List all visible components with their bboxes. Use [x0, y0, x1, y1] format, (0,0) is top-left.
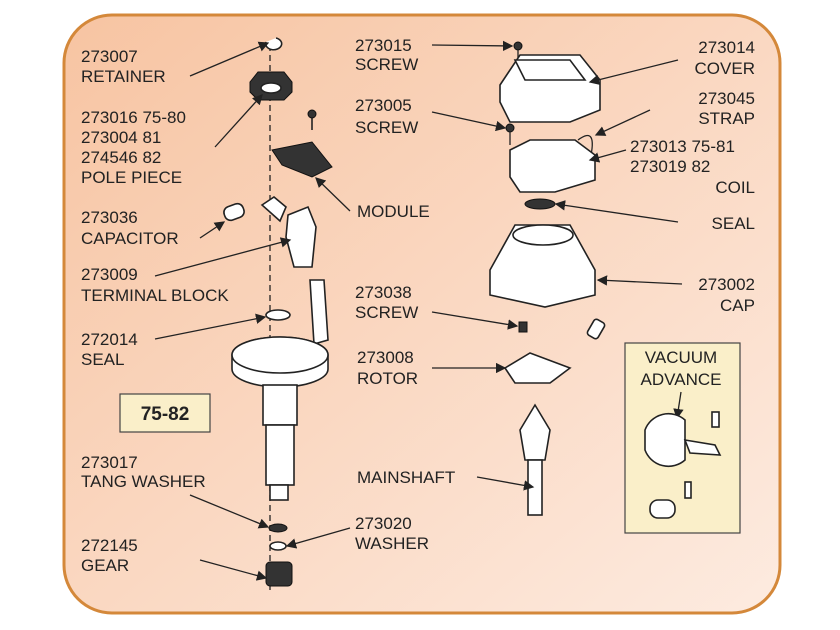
capacitor-label: CAPACITOR [81, 229, 179, 248]
terminal-block-label: TERMINAL BLOCK [81, 286, 229, 305]
washer-number: 273020 [355, 514, 412, 533]
coil-line2: 273019 82 [630, 157, 710, 176]
seal-right-label: SEAL [712, 214, 755, 233]
vacuum-line1: VACUUM [645, 348, 717, 367]
cover-label: COVER [695, 59, 755, 78]
screw-cap-label: SCREW [355, 303, 418, 322]
retainer-label: RETAINER [81, 67, 166, 86]
cap-number: 273002 [698, 275, 755, 294]
rotor-label: ROTOR [357, 369, 418, 388]
capacitor-number: 273036 [81, 208, 138, 227]
screw-mid-label: SCREW [355, 118, 418, 137]
gear-number: 272145 [81, 536, 138, 555]
vacuum-advance-inset: VACUUM ADVANCE [624, 342, 741, 534]
mainshaft-label: MAINSHAFT [357, 468, 455, 487]
strap-label: STRAP [698, 109, 755, 128]
module-label: MODULE [357, 202, 430, 221]
coil-label: COIL [715, 178, 755, 197]
seal-left-number: 272014 [81, 330, 138, 349]
leader-arrows [154, 40, 683, 581]
rotor-number: 273008 [357, 348, 414, 367]
cap-coil-drawing [489, 41, 606, 516]
diagram-frame [62, 13, 782, 615]
screw-mid-number: 273005 [355, 96, 412, 115]
cover-number: 273014 [698, 38, 755, 57]
gear-label: GEAR [81, 556, 129, 575]
vacuum-line2: ADVANCE [641, 370, 722, 389]
pole-piece-line3: 274546 82 [81, 148, 161, 167]
tang-washer-number: 273017 [81, 453, 138, 472]
cap-label: CAP [720, 296, 755, 315]
seal-left-label: SEAL [81, 350, 124, 369]
retainer-number: 273007 [81, 47, 138, 66]
strap-number: 273045 [698, 89, 755, 108]
pole-piece-line2: 273004 81 [81, 128, 161, 147]
terminal-block-number: 273009 [81, 265, 138, 284]
screw-top-label: SCREW [355, 55, 418, 74]
screw-top-number: 273015 [355, 36, 412, 55]
years-label: 75-82 [141, 404, 190, 425]
years-box [119, 393, 211, 433]
distributor-housing-drawing [223, 37, 333, 590]
pole-piece-label: POLE PIECE [81, 168, 182, 187]
coil-line1: 273013 75-81 [630, 137, 735, 156]
pole-piece-line1: 273016 75-80 [81, 108, 186, 127]
washer-label: WASHER [355, 534, 429, 553]
screw-cap-number: 273038 [355, 283, 412, 302]
tang-washer-label: TANG WASHER [81, 472, 206, 491]
